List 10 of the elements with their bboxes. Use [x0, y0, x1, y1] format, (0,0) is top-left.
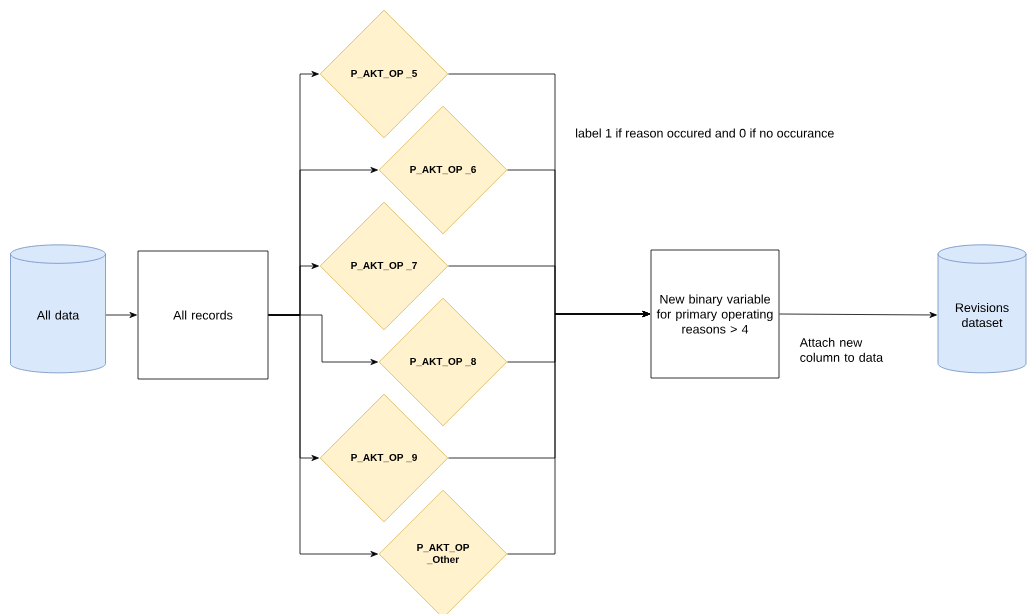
arrow [268, 314, 378, 557]
arrow [105, 312, 137, 318]
data-cylinder: All data [10, 244, 106, 374]
process-box: All records [137, 250, 269, 380]
note-text: label 1 if reason occured and 0 if no occurance [576, 128, 834, 138]
arrow [779, 311, 937, 318]
data-cylinder: Revisions dataset [937, 244, 1027, 374]
arrow [507, 311, 650, 555]
edge-label: Attach new column to data [798, 336, 886, 363]
process-box: New binary variable for primary operating reasons > 4 [650, 249, 780, 379]
